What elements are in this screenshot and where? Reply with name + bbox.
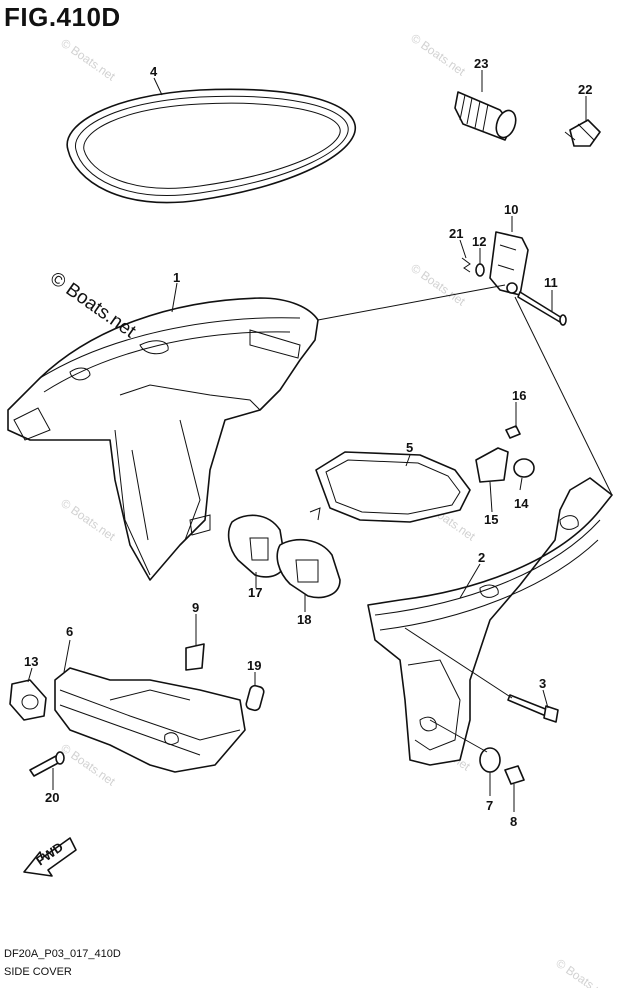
- part-13-grommet: [9, 679, 47, 721]
- watermark: © Boats.net: [553, 956, 613, 988]
- callout-16: 16: [512, 388, 526, 403]
- figure-title: FIG.410D: [4, 2, 121, 32]
- part-6-lower-cover: [54, 667, 246, 773]
- callout-1: 1: [173, 270, 180, 285]
- callout-20: 20: [45, 790, 59, 805]
- callout-15: 15: [484, 512, 498, 527]
- callout-21: 21: [449, 226, 463, 241]
- callout-8: 8: [510, 814, 517, 829]
- callout-3: 3: [539, 676, 546, 691]
- callout-14: 14: [514, 496, 529, 511]
- part-18-seal: [276, 538, 341, 599]
- part-15-bracket: [475, 447, 509, 483]
- part-5-frame: [309, 451, 471, 523]
- part-16-screw: [505, 425, 521, 439]
- part-20-pin: [29, 751, 65, 777]
- watermark: © Boats.net: [408, 31, 468, 79]
- part-4-seal: [66, 88, 356, 204]
- part-14-plug: [513, 458, 535, 478]
- callout-6: 6: [66, 624, 73, 639]
- part-19-pin: [245, 684, 265, 712]
- callout-12: 12: [472, 234, 486, 249]
- part-17-seal: [227, 514, 286, 578]
- callout-4: 4: [150, 64, 158, 79]
- callout-19: 19: [247, 658, 261, 673]
- watermark: © Boats.net: [58, 496, 118, 544]
- callout-9: 9: [192, 600, 199, 615]
- part-10-bracket: [489, 231, 529, 296]
- part-22-clip: [564, 119, 601, 147]
- diagram-code: DF20A_P03_017_410D: [4, 948, 121, 960]
- callout-17: 17: [248, 585, 262, 600]
- leader-lines: [27, 70, 613, 812]
- part-1-side-cover: [7, 297, 319, 581]
- callout-23: 23: [474, 56, 488, 71]
- callout-2: 2: [478, 550, 485, 565]
- watermark: © Boats.net: [58, 36, 118, 84]
- part-8-screw: [504, 765, 525, 785]
- callout-13: 13: [24, 654, 38, 669]
- callout-22: 22: [578, 82, 592, 97]
- callout-labels: 4 23 22 10 21 12 11 1 16 5 14 15 2 17 18…: [24, 56, 592, 829]
- callout-11: 11: [544, 275, 558, 290]
- callout-5: 5: [406, 440, 413, 455]
- part-11-bolt: [517, 291, 567, 326]
- part-7-bushing: [479, 747, 501, 773]
- fwd-arrow: FWD: [23, 837, 77, 877]
- callout-10: 10: [504, 202, 518, 217]
- watermark: © Boats.net: [58, 741, 118, 789]
- part-23-grommet: [454, 91, 517, 141]
- part-21-clip: [461, 257, 471, 273]
- part-3-bolt: [507, 694, 559, 723]
- part-9-clip: [185, 643, 205, 671]
- callout-18: 18: [297, 612, 311, 627]
- part-12-washer: [475, 263, 485, 277]
- callout-7: 7: [486, 798, 493, 813]
- part-2-side-cover: [367, 477, 613, 766]
- diagram-name: SIDE COVER: [4, 966, 72, 978]
